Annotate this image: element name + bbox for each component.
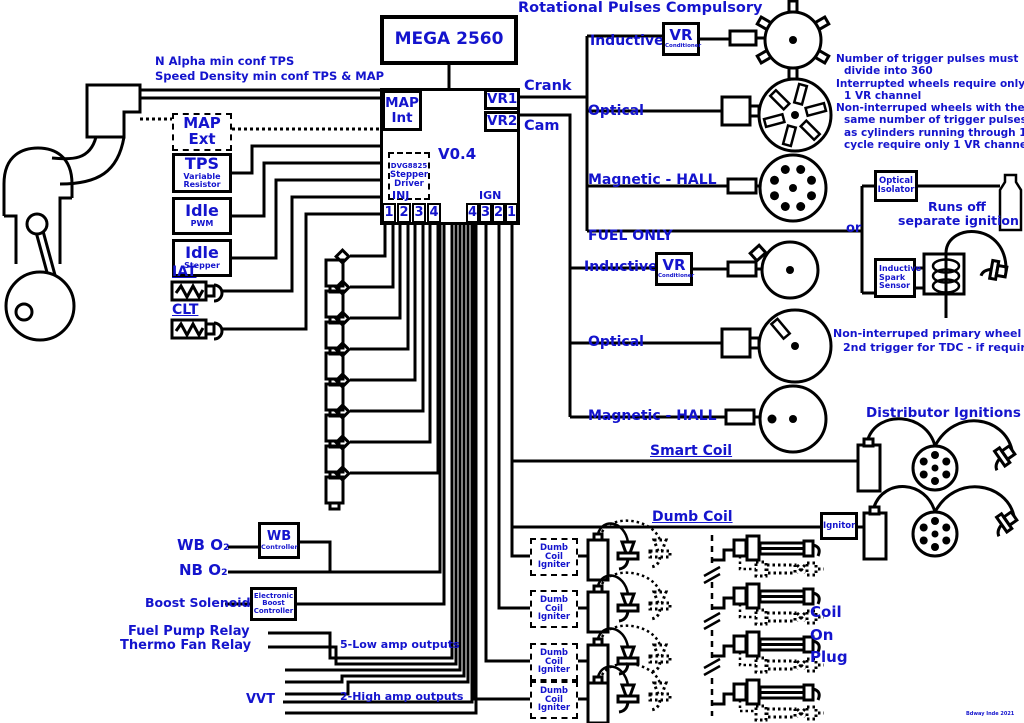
trigger-optical-cam-label: Optical: [588, 334, 644, 350]
page-title: Rotational Pulses Compulsory: [518, 0, 763, 16]
ign-label: IGN: [479, 189, 502, 202]
map-ext-box: MAP Ext: [172, 113, 232, 151]
board-version: V0.4: [438, 145, 477, 163]
stepper-driver-box: DVG8825 Stepper Driver: [388, 152, 430, 200]
vr-conditioner-box-2: VR Conditioner: [655, 252, 694, 286]
dumb-coil-igniter-box: Dumb Coil Igniter: [530, 643, 578, 681]
trigger-optical-crank-label: Optical: [588, 103, 644, 119]
ecu-board: [380, 88, 520, 225]
injector-bank: [324, 225, 440, 511]
iat-thermistor-icon: [170, 280, 224, 303]
coil-on-plug-label-2: On: [810, 626, 834, 644]
wb-o2-label: WB O₂: [177, 536, 230, 554]
runs-off-label-1: Runs off: [928, 199, 986, 214]
second-trigger-note-2: 2nd trigger for TDC - if required: [843, 341, 1024, 354]
smart-coil-label: Smart Coil: [650, 443, 733, 459]
inj-label: INJ: [392, 189, 410, 202]
speed-density-note: Speed Density min conf TPS & MAP: [155, 69, 385, 83]
cam-label: Cam: [524, 118, 560, 134]
map-int-port: MAP Int: [382, 90, 422, 131]
inj-pin-2: 2: [397, 203, 411, 223]
tps-box: TPS Variable Resistor: [172, 153, 232, 193]
low-amp-outputs-label: 5-Low amp outputs: [340, 638, 460, 651]
dumb-coil-igniter-rows: [578, 519, 672, 723]
distributor-ignitions-title: Distributor Ignitions: [866, 405, 1021, 421]
trigger-hall-crank-label: Magnetic - HALL: [588, 172, 717, 188]
inj-pin-4: 4: [427, 203, 441, 223]
vvt-label: VVT: [246, 692, 275, 707]
coil-on-plug-label-3: Plug: [810, 648, 848, 666]
optical-isolator-box: Optical Isolator: [874, 170, 918, 202]
clt-thermistor-icon: [170, 318, 224, 341]
or-label: or: [846, 221, 862, 236]
nb-o2-label: NB O₂: [179, 561, 228, 579]
dumb-coil-row: [858, 485, 1021, 561]
trigger-inductive-crank-label: Inductive: [590, 33, 664, 49]
signature: Bdway Inde 2021: [966, 711, 1015, 717]
separate-ignition-branch: [860, 173, 1023, 318]
fuel-only-label: FUEL ONLY: [588, 228, 673, 244]
high-amp-outputs-label: 2-High amp outputs: [340, 690, 464, 703]
ign-pin-2: 2: [492, 203, 505, 223]
trigger-notes: Number of trigger pulses must divide int…: [836, 53, 1024, 152]
runs-off-label-2: separate ignition: [898, 213, 1019, 228]
dumb-coil-igniter-box: Dumb Coil Igniter: [530, 681, 578, 719]
second-trigger-note-1: Non-interruped primary wheel: [833, 327, 1022, 340]
vr2-port: VR2: [484, 111, 520, 132]
trigger-section: [520, 0, 862, 454]
ign-pin-4: 4: [466, 203, 479, 223]
boost-solenoid-label: Boost Solenoid: [145, 595, 251, 610]
clt-label: CLT: [172, 302, 199, 318]
engine-drawing: [2, 83, 142, 342]
coil-on-plug-column: [703, 534, 826, 722]
alpha-n-note: N Alpha min conf TPS: [155, 54, 295, 68]
dumb-coil-label: Dumb Coil: [652, 509, 733, 525]
dumb-coil-igniter-box: Dumb Coil Igniter: [530, 590, 578, 628]
trigger-hall-cam-label: Magnetic - HALL: [588, 408, 717, 424]
inj-pin-3: 3: [412, 203, 426, 223]
sensor-wires: [140, 88, 382, 331]
inductive-spark-sensor-box: Inductive Spark Sensor: [874, 258, 921, 298]
electronic-boost-controller-box: Electronic Boost Controller: [250, 587, 297, 621]
fuel-pump-relay-label: Fuel Pump Relay: [128, 624, 250, 639]
ign-pin-3: 3: [479, 203, 492, 223]
coil-on-plug-label-1: Coil: [810, 603, 842, 621]
ignition-wires: [471, 225, 858, 701]
ignitor-box: Ignitor: [820, 512, 858, 540]
ign-pin-1: 1: [505, 203, 518, 223]
mega-2560-box: MEGA 2560: [380, 15, 518, 65]
smart-coil-row: [856, 417, 1019, 493]
iat-label: IAT: [172, 264, 197, 280]
vr-conditioner-box-1: VR Conditioner: [662, 22, 701, 56]
crank-label: Crank: [524, 78, 572, 94]
dumb-coil-igniter-box: Dumb Coil Igniter: [530, 538, 578, 576]
idle-stepper-box: Idle Stepper: [172, 239, 232, 277]
idle-pwm-box: Idle PWM: [172, 197, 232, 235]
inj-pin-1: 1: [382, 203, 396, 223]
wb-controller-box: WB Controller: [258, 522, 300, 559]
vr1-port: VR1: [484, 89, 520, 110]
trigger-inductive-cam-label: Inductive: [584, 259, 658, 275]
thermo-fan-relay-label: Thermo Fan Relay: [120, 638, 252, 653]
